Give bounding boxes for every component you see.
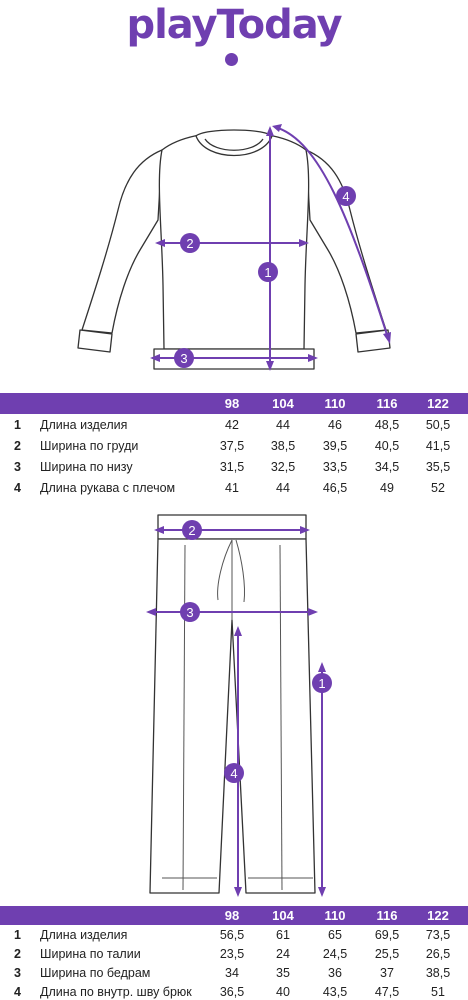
row-value: 24 bbox=[276, 947, 290, 961]
sweatshirt-marker-3: 3 bbox=[174, 348, 194, 368]
size-header: 122 bbox=[427, 908, 449, 923]
sweatshirt-size-table: 98 104 110 116 122 1 Длина изделия 42 44… bbox=[0, 393, 468, 503]
row-value: 61 bbox=[276, 928, 290, 942]
row-value: 48,5 bbox=[374, 418, 400, 432]
sweatshirt-diagram: 1 2 3 4 bbox=[77, 124, 391, 371]
row-value: 47,5 bbox=[374, 985, 400, 999]
row-value: 44 bbox=[276, 481, 290, 495]
row-label: Длина по внутр. шву брюк bbox=[40, 985, 192, 999]
table-row: 1 Длина изделия 42 44 46 48,5 50,5 bbox=[0, 415, 468, 436]
row-value: 23,5 bbox=[219, 947, 245, 961]
svg-text:3: 3 bbox=[186, 605, 193, 620]
size-header: 122 bbox=[427, 396, 449, 411]
row-value: 46,5 bbox=[322, 481, 348, 495]
svg-text:4: 4 bbox=[230, 766, 237, 781]
table-row: 4 Длина рукава с плечом 41 44 46,5 49 52 bbox=[0, 478, 468, 499]
row-value: 42 bbox=[225, 418, 239, 432]
row-number: 3 bbox=[14, 460, 21, 474]
row-label: Длина изделия bbox=[40, 418, 128, 432]
row-value: 46 bbox=[328, 418, 342, 432]
row-value: 39,5 bbox=[322, 439, 348, 453]
row-value: 49 bbox=[380, 481, 394, 495]
size-header: 98 bbox=[224, 908, 240, 923]
row-value: 65 bbox=[328, 928, 342, 942]
row-value: 35,5 bbox=[425, 460, 451, 474]
row-value: 43,5 bbox=[322, 985, 348, 999]
pants-diagram: 1 2 3 4 bbox=[146, 514, 332, 897]
svg-text:4: 4 bbox=[342, 189, 349, 204]
row-number: 3 bbox=[14, 966, 21, 980]
row-value: 32,5 bbox=[270, 460, 296, 474]
row-value: 41 bbox=[225, 481, 239, 495]
row-label: Ширина по низу bbox=[40, 460, 133, 474]
size-header: 104 bbox=[272, 396, 294, 411]
row-value: 38,5 bbox=[270, 439, 296, 453]
row-value: 52 bbox=[431, 481, 445, 495]
row-value: 69,5 bbox=[374, 928, 400, 942]
sweatshirt-marker-4: 4 bbox=[336, 186, 356, 206]
row-value: 40,5 bbox=[374, 439, 400, 453]
pants-marker-3: 3 bbox=[180, 602, 200, 622]
size-header: 104 bbox=[272, 908, 294, 923]
row-value: 37,5 bbox=[219, 439, 245, 453]
row-number: 1 bbox=[14, 928, 21, 942]
size-header: 98 bbox=[224, 396, 240, 411]
row-value: 73,5 bbox=[425, 928, 451, 942]
row-number: 4 bbox=[14, 985, 21, 999]
table-row: 2 Ширина по груди 37,5 38,5 39,5 40,5 41… bbox=[0, 436, 468, 457]
row-value: 25,5 bbox=[374, 947, 400, 961]
pants-size-table: 98 104 110 116 122 1 Длина изделия 56,5 … bbox=[0, 906, 468, 1000]
row-label: Ширина по бедрам bbox=[40, 966, 151, 980]
row-number: 2 bbox=[14, 947, 21, 961]
table-row: 3 Ширина по низу 31,5 32,5 33,5 34,5 35,… bbox=[0, 457, 468, 478]
row-value: 36 bbox=[328, 966, 342, 980]
svg-text:2: 2 bbox=[188, 523, 195, 538]
table-header: 98 104 110 116 122 bbox=[0, 906, 468, 925]
svg-text:3: 3 bbox=[180, 351, 187, 366]
row-value: 50,5 bbox=[425, 418, 451, 432]
row-value: 33,5 bbox=[322, 460, 348, 474]
row-value: 34 bbox=[225, 966, 239, 980]
row-label: Длина изделия bbox=[40, 928, 128, 942]
row-number: 1 bbox=[14, 418, 21, 432]
row-label: Ширина по талии bbox=[40, 947, 141, 961]
row-value: 26,5 bbox=[425, 947, 451, 961]
svg-text:1: 1 bbox=[318, 676, 325, 691]
size-header: 116 bbox=[376, 396, 398, 411]
table-header: 98 104 110 116 122 bbox=[0, 393, 468, 414]
row-value: 24,5 bbox=[322, 947, 348, 961]
row-value: 40 bbox=[276, 985, 290, 999]
row-value: 51 bbox=[431, 985, 445, 999]
row-value: 34,5 bbox=[374, 460, 400, 474]
svg-text:2: 2 bbox=[186, 236, 193, 251]
row-value: 31,5 bbox=[219, 460, 245, 474]
row-value: 37 bbox=[380, 966, 394, 980]
row-value: 36,5 bbox=[219, 985, 245, 999]
table-row: 3 Ширина по бедрам 34 35 36 37 38,5 bbox=[0, 963, 468, 982]
pants-marker-2: 2 bbox=[182, 520, 202, 540]
row-value: 44 bbox=[276, 418, 290, 432]
row-label: Длина рукава с плечом bbox=[40, 481, 176, 495]
pants-marker-1: 1 bbox=[312, 673, 332, 693]
brand-logo: playToday bbox=[0, 2, 468, 72]
row-number: 2 bbox=[14, 439, 21, 453]
table-row: 2 Ширина по талии 23,5 24 24,5 25,5 26,5 bbox=[0, 944, 468, 963]
size-header: 110 bbox=[324, 396, 346, 411]
row-number: 4 bbox=[14, 481, 21, 495]
sweatshirt-marker-2: 2 bbox=[180, 233, 200, 253]
table-row: 4 Длина по внутр. шву брюк 36,5 40 43,5 … bbox=[0, 982, 468, 1000]
table-row: 1 Длина изделия 56,5 61 65 69,5 73,5 bbox=[0, 925, 468, 944]
size-header: 110 bbox=[324, 908, 346, 923]
row-value: 41,5 bbox=[425, 439, 451, 453]
row-value: 56,5 bbox=[219, 928, 245, 942]
row-value: 35 bbox=[276, 966, 290, 980]
logo-wordmark: playToday bbox=[126, 2, 342, 48]
svg-text:1: 1 bbox=[264, 265, 271, 280]
row-label: Ширина по груди bbox=[40, 439, 139, 453]
logo-dot bbox=[225, 53, 238, 66]
size-header: 116 bbox=[376, 908, 398, 923]
row-value: 38,5 bbox=[425, 966, 451, 980]
pants-marker-4: 4 bbox=[224, 763, 244, 783]
sweatshirt-marker-1: 1 bbox=[258, 262, 278, 282]
